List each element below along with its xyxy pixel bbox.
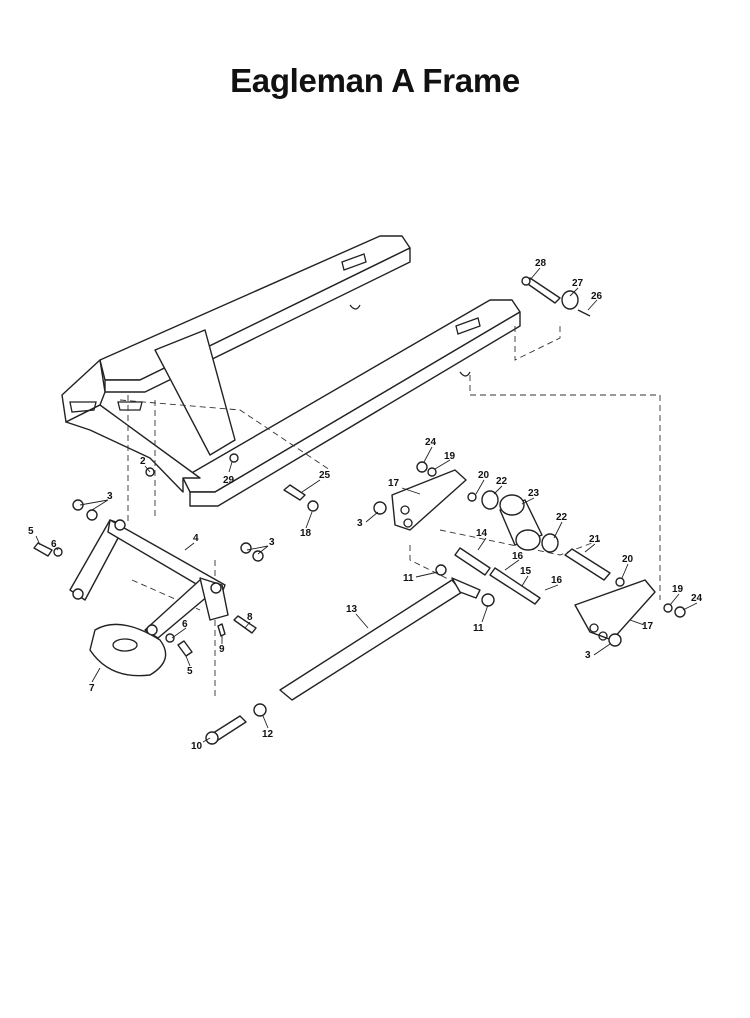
callout-13: 13 xyxy=(346,604,358,615)
callout-19: 19 xyxy=(672,584,684,595)
callout-15: 15 xyxy=(520,566,532,577)
callout-23: 23 xyxy=(528,488,540,499)
callout-3: 3 xyxy=(585,650,591,661)
callout-6: 6 xyxy=(51,539,57,550)
callout-29: 29 xyxy=(223,475,235,486)
callout-24: 24 xyxy=(691,593,703,604)
diagram-title: Eagleman A Frame xyxy=(230,62,520,99)
callout-11: 11 xyxy=(403,573,414,584)
callout-14: 14 xyxy=(476,528,488,539)
callout-10: 10 xyxy=(191,741,203,752)
callout-18: 18 xyxy=(300,528,312,539)
callout-3: 3 xyxy=(107,491,113,502)
callout-21: 21 xyxy=(589,534,601,545)
callout-5: 5 xyxy=(28,526,34,537)
callout-19: 19 xyxy=(444,451,456,462)
link-part-17-lower xyxy=(574,579,656,641)
callout-27: 27 xyxy=(572,278,584,289)
callout-17: 17 xyxy=(642,621,654,632)
callout-22: 22 xyxy=(496,476,508,487)
callout-9: 9 xyxy=(219,644,225,655)
callout-labels: 28 27 26 24 19 17 20 22 23 22 21 20 2 29… xyxy=(28,258,703,752)
callout-22: 22 xyxy=(556,512,568,523)
callout-12: 12 xyxy=(262,729,274,740)
callout-28: 28 xyxy=(535,258,547,269)
small-hardware xyxy=(33,276,686,745)
callout-3: 3 xyxy=(357,518,363,529)
assembly-leader-lines xyxy=(119,322,661,700)
a-frame-part-4 xyxy=(69,519,229,639)
callout-11: 11 xyxy=(473,623,484,634)
callout-16: 16 xyxy=(551,575,563,586)
plate-part-7 xyxy=(89,623,167,677)
pallet-truck-frame xyxy=(61,235,521,507)
callout-4: 4 xyxy=(193,533,199,544)
callout-20: 20 xyxy=(478,470,490,481)
link-part-17-upper xyxy=(391,469,467,531)
callout-24: 24 xyxy=(425,437,437,448)
callout-3: 3 xyxy=(269,537,275,548)
rod-part-13 xyxy=(279,577,481,701)
callout-6: 6 xyxy=(182,619,188,630)
callout-2: 2 xyxy=(140,456,146,467)
callout-7: 7 xyxy=(89,683,95,694)
callout-26: 26 xyxy=(591,291,603,302)
roller-part-23 xyxy=(499,494,543,551)
callout-5: 5 xyxy=(187,666,193,677)
callout-16: 16 xyxy=(512,551,524,562)
callout-17: 17 xyxy=(388,478,400,489)
callout-25: 25 xyxy=(319,470,331,481)
callout-8: 8 xyxy=(247,612,253,623)
callout-20: 20 xyxy=(622,554,634,565)
